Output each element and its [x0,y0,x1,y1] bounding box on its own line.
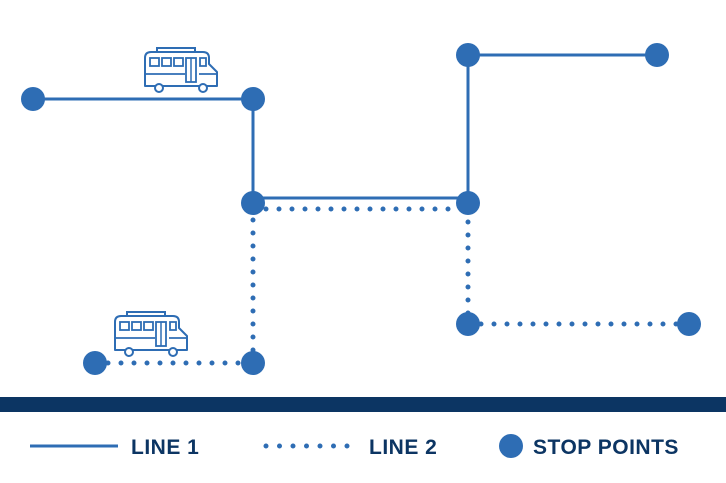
stop-point-icon [456,43,480,67]
bus-icon [144,47,218,93]
stop-point-icon [456,312,480,336]
stop-point-icon [456,191,480,215]
legend-stop-point-icon [499,434,523,458]
legend-line-2-label: LINE 2 [369,436,437,459]
stop-point-icon [241,191,265,215]
legend: LINE 1 LINE 2 STOP POINTS [30,434,679,459]
stop-points [21,43,701,375]
legend-stop-points-label: STOP POINTS [533,436,679,459]
legend-divider-bar [0,397,726,412]
legend-line-1-label: LINE 1 [131,436,199,459]
line-1-route [33,53,657,203]
stop-point-icon [677,312,701,336]
line-2-route [92,206,692,366]
stop-point-icon [241,351,265,375]
bus-icon [114,311,188,357]
stop-point-icon [645,43,669,67]
stop-point-icon [241,87,265,111]
stop-point-icon [21,87,45,111]
stop-point-icon [83,351,107,375]
